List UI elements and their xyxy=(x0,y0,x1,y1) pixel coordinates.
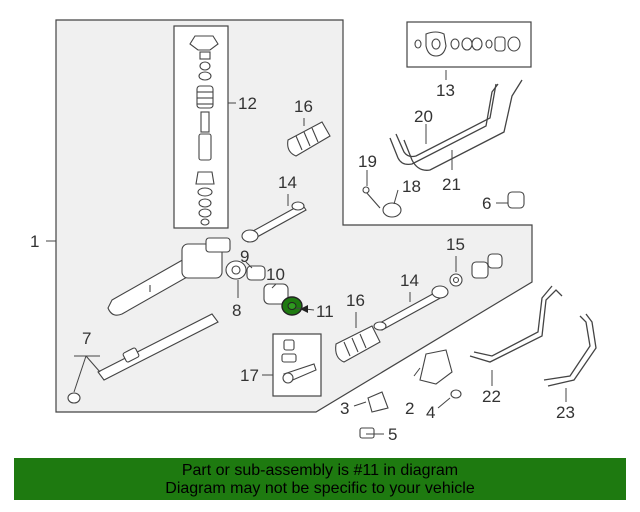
callout-3: 3 xyxy=(340,399,349,418)
callout-22: 22 xyxy=(482,387,501,406)
info-banner: Part or sub-assembly is #11 in diagram D… xyxy=(14,458,626,500)
bushings-8-9-10 xyxy=(225,260,289,305)
callout-7: 7 xyxy=(82,329,91,348)
callout-18: 18 xyxy=(402,177,421,196)
rack-housing xyxy=(107,237,231,316)
boot-16-upper xyxy=(287,121,331,157)
callout-9: 9 xyxy=(240,247,249,266)
callout-2: 2 xyxy=(405,399,414,418)
pressure-lines-20-21 xyxy=(389,79,523,171)
callout-6: 6 xyxy=(482,194,491,213)
rack-rod-7 xyxy=(67,313,219,404)
callout-16-upper: 16 xyxy=(294,97,313,116)
callout-16-lower: 16 xyxy=(346,291,365,310)
small-parts-6-18-19 xyxy=(362,186,525,218)
parts-diagram: 1 2 3 4 5 6 7 8 9 10 11 12 13 14 14 15 1… xyxy=(30,19,597,444)
inner-tie-rod-14-upper xyxy=(241,201,307,243)
banner-line-1: Part or sub-assembly is #11 in diagram xyxy=(181,462,459,479)
arrow-11 xyxy=(300,305,308,313)
callout-1: 1 xyxy=(30,232,39,251)
callout-13: 13 xyxy=(436,81,455,100)
valve-parts-12 xyxy=(189,35,219,226)
callout-11: 11 xyxy=(316,302,334,321)
leader-lines xyxy=(46,70,567,435)
boot-16-lower xyxy=(335,325,381,363)
pressure-lines-22-23 xyxy=(469,285,597,387)
callout-8: 8 xyxy=(232,301,241,320)
callout-15: 15 xyxy=(446,235,465,254)
inner-tie-rod-14-lower xyxy=(373,285,449,331)
callout-17: 17 xyxy=(240,366,259,385)
callout-5: 5 xyxy=(388,425,397,444)
callout-23: 23 xyxy=(556,403,575,422)
bushings-15 xyxy=(449,253,503,287)
seal-kit-13 xyxy=(414,31,521,57)
callout-14-lower: 14 xyxy=(400,271,419,290)
callout-21: 21 xyxy=(442,175,461,194)
callout-20: 20 xyxy=(414,107,433,126)
callout-12: 12 xyxy=(238,94,257,113)
bracket-and-bolts xyxy=(359,349,462,439)
callout-10: 10 xyxy=(266,265,285,284)
outer-tie-rod-17 xyxy=(281,339,317,384)
part-11-ring xyxy=(281,296,303,316)
callout-14-upper: 14 xyxy=(278,173,297,192)
callout-4: 4 xyxy=(426,403,435,422)
banner-line-2: Diagram may not be specific to your vehi… xyxy=(165,480,475,497)
callout-19: 19 xyxy=(358,152,377,171)
